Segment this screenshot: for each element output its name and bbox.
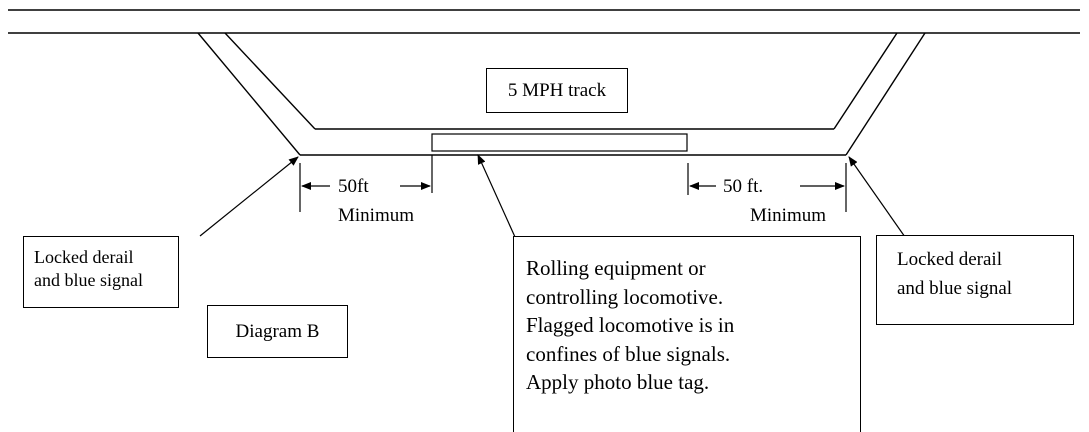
left-derail-line-1: Locked derail — [34, 247, 134, 267]
equipment-line-4: confines of blue signals. — [526, 341, 731, 366]
right-derail-line-2: and blue signal — [897, 278, 1013, 299]
right-turnout-outer-rail — [845, 32, 926, 156]
equipment-callout: Rolling equipment or controlling locomot… — [513, 236, 861, 432]
equipment-line-3: Flagged locomotive is in — [526, 313, 735, 337]
right-derail-callout: Locked derail and blue signal — [876, 235, 1074, 325]
left-distance-label: 50ft — [338, 176, 369, 197]
left-derail-line-2: and blue signal — [34, 270, 143, 290]
track-speed-text: 5 MPH track — [507, 79, 607, 101]
rolling-equipment — [431, 133, 688, 152]
right-minimum-label: Minimum — [750, 205, 827, 226]
track-speed-label: 5 MPH track — [486, 68, 628, 113]
left-turnout-outer-rail — [197, 32, 301, 156]
diagram-label-text: Diagram B — [235, 320, 320, 342]
right-derail-line-1: Locked derail — [897, 249, 1002, 270]
left-minimum-label: Minimum — [338, 205, 415, 226]
equipment-line-2: controlling locomotive. — [526, 284, 724, 309]
equipment-pointer — [477, 154, 516, 238]
left-derail-callout: Locked derail and blue signal — [23, 236, 179, 308]
diagram-label: Diagram B — [207, 305, 348, 358]
right-turnout-inner-rail — [833, 32, 898, 130]
left-turnout-inner-rail — [224, 32, 316, 130]
right-derail-pointer — [848, 156, 906, 238]
left-derail-pointer — [199, 156, 299, 237]
right-distance-label: 50 ft. — [723, 176, 764, 197]
equipment-line-1: Rolling equipment or — [526, 256, 706, 280]
equipment-line-5: Apply photo blue tag. — [526, 370, 710, 394]
